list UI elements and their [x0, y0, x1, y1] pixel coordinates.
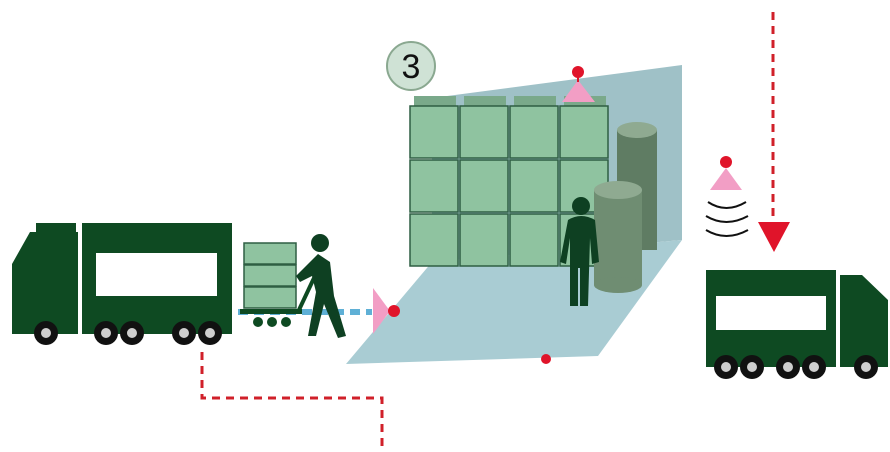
crate	[560, 106, 608, 158]
truck-icon	[12, 223, 232, 345]
truck-right	[706, 270, 888, 379]
truck-left	[12, 223, 232, 345]
crate	[410, 214, 458, 266]
person-pushing-cart-icon	[296, 234, 346, 338]
crate	[510, 106, 558, 158]
crate-lid	[414, 96, 456, 106]
truck-left-window	[96, 253, 217, 296]
crate	[510, 214, 558, 266]
wireless-signal-icon	[706, 202, 748, 236]
crate-lid	[514, 96, 556, 106]
step-number: 3	[402, 48, 421, 86]
crate	[410, 160, 458, 212]
crate-lid	[464, 96, 506, 106]
crate	[460, 214, 508, 266]
truck-icon	[706, 270, 888, 379]
floor-marker	[541, 354, 551, 364]
path-from-left-truck	[202, 352, 382, 452]
step-badge-icon: 3	[387, 42, 435, 90]
crate	[460, 160, 508, 212]
crate	[510, 160, 558, 212]
crate	[460, 106, 508, 158]
crate	[410, 106, 458, 158]
truck-right-window	[716, 296, 826, 330]
rfid-reader-wireless	[706, 156, 748, 236]
barrel-front	[594, 181, 642, 293]
down-arrow-icon	[758, 222, 790, 252]
